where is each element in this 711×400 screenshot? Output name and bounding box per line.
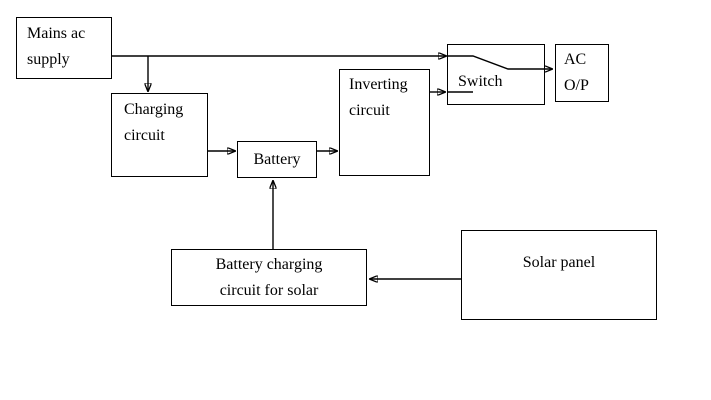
block-label: Battery charging [215,256,323,273]
block-label: Switch [458,73,503,90]
block-label: O/P [564,77,589,94]
block-label: circuit [124,127,165,144]
block-label: Mains ac [27,25,86,42]
block-label: Solar panel [522,254,596,271]
block-label: circuit for solar [219,282,319,299]
block-label: supply [27,51,70,68]
block-label: Battery [253,150,301,168]
block-switch: Switch [447,44,545,105]
block-label: Charging [124,101,184,118]
block-inverting-circuit: Inverting circuit [339,69,430,176]
block-battery-charging-circuit-for-solar: Battery charging circuit for solar [171,249,367,306]
block-battery: Battery [237,141,317,178]
block-mains-ac-supply: Mains ac supply [16,17,112,79]
block-label: Inverting [349,76,408,93]
block-ac-output: AC O/P [555,44,609,102]
block-label: circuit [349,102,390,119]
block-label: AC [564,51,587,68]
block-solar-panel: Solar panel [461,230,657,320]
block-charging-circuit: Charging circuit [111,93,208,177]
